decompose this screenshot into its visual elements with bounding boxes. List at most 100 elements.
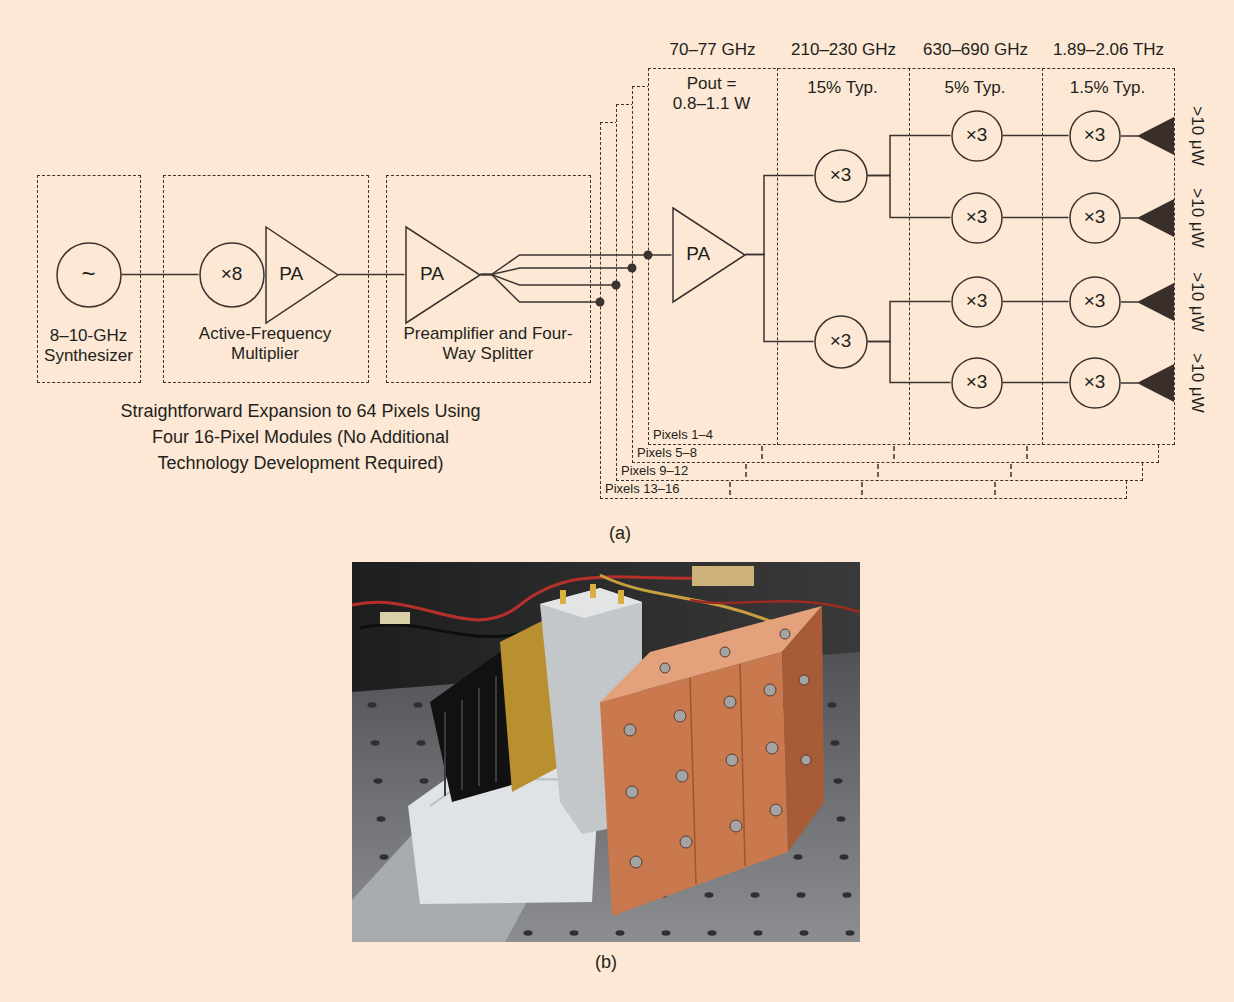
output-power: Pout = 0.8–1.1 W	[671, 74, 753, 115]
cable	[600, 575, 780, 625]
photo-background	[352, 562, 860, 942]
efficiency-note: 5% Typ.	[910, 78, 1041, 98]
table-hole	[693, 740, 702, 746]
table-hole	[512, 778, 521, 784]
table-hole	[460, 702, 469, 708]
table-hole	[745, 816, 754, 822]
divider-tick	[761, 446, 763, 463]
synthesizer-box: ~8–10-GHz Synthesizer	[37, 175, 141, 383]
multiplier-circle: ×3	[1069, 110, 1121, 162]
signal-line	[339, 274, 405, 276]
table-hole	[837, 816, 846, 822]
junction-dot	[596, 298, 605, 307]
table-hole	[420, 778, 429, 784]
table-hole	[426, 854, 435, 860]
pixel-module: PA70–77 GHzPout = 0.8–1.1 W×3×3210–230 G…	[648, 68, 1175, 445]
optical-table	[352, 652, 860, 942]
screw	[764, 684, 776, 696]
frequency-band: 210–230 GHz	[768, 40, 920, 60]
plastic-stand	[408, 762, 600, 904]
block-label: Active-Frequency Multiplier	[180, 324, 350, 365]
table-hole	[828, 702, 837, 708]
signal-line	[481, 275, 617, 286]
multiplier-circle: ×3	[951, 192, 1003, 244]
table-hole	[515, 816, 524, 822]
table-hole	[506, 702, 515, 708]
table-hole	[558, 778, 567, 784]
multiplier-factor: ×3	[1069, 110, 1121, 162]
frequency-band: 630–690 GHz	[900, 40, 1052, 60]
stage-column: PA70–77 GHzPout = 0.8–1.1 W	[648, 68, 778, 445]
circle-outline	[952, 358, 1002, 408]
screw	[624, 724, 636, 736]
pixel-range: Pixels 13–16	[605, 482, 725, 496]
pin	[590, 584, 596, 598]
table-hole	[696, 778, 705, 784]
base-plate	[352, 826, 565, 942]
table-hole	[383, 892, 392, 898]
table-hole	[797, 892, 806, 898]
table-hole	[607, 816, 616, 822]
aluminum-block	[540, 588, 642, 834]
horn-symbol	[1137, 117, 1174, 155]
screw	[720, 647, 730, 657]
table-hole	[656, 854, 665, 860]
aluminum-top	[540, 588, 642, 618]
table-hole	[748, 854, 757, 860]
table-hole	[478, 930, 487, 936]
screw	[630, 856, 642, 868]
table-hole	[466, 778, 475, 784]
table-hole	[377, 816, 386, 822]
frequency-band: 1.89–2.06 THz	[1033, 40, 1185, 60]
table-hole	[417, 740, 426, 746]
screw	[674, 710, 686, 722]
feed-line	[1121, 135, 1138, 137]
horn-symbol	[1137, 283, 1174, 321]
table-hole	[699, 816, 708, 822]
table-hole	[742, 778, 751, 784]
divider-tick	[893, 446, 895, 463]
table-hole	[794, 854, 803, 860]
module-ticks	[730, 446, 1027, 499]
table-hole	[834, 778, 843, 784]
connector-block	[692, 566, 754, 586]
amplifier-triangle: PA	[405, 226, 481, 324]
amplifier-triangle: PA	[672, 207, 746, 303]
divider-tick	[861, 482, 863, 499]
copper-side	[782, 606, 824, 852]
table-hole	[840, 854, 849, 860]
stage-column: ×3×3×3×3630–690 GHz5% Typ.	[910, 68, 1043, 445]
multiplier-circle: ×3	[951, 276, 1003, 328]
triangle-outline	[406, 227, 480, 323]
table-hole	[521, 892, 530, 898]
pin	[618, 590, 624, 604]
multiplier-factor: ×3	[951, 192, 1003, 244]
table-hole	[371, 740, 380, 746]
signal-line	[868, 302, 951, 342]
table-hole	[380, 854, 389, 860]
screw	[680, 836, 692, 848]
screw	[780, 629, 790, 639]
efficiency-note: 15% Typ.	[778, 78, 908, 98]
efficiency-note: 1.5% Typ.	[1043, 78, 1173, 98]
screw	[676, 770, 688, 782]
amplifier-label: PA	[265, 226, 339, 324]
screw	[626, 786, 638, 798]
table-hole	[524, 930, 533, 936]
junction-dot	[644, 251, 653, 260]
feed-line	[1121, 217, 1138, 219]
signal-line	[746, 255, 814, 342]
signal-line	[868, 342, 951, 383]
table-hole	[831, 740, 840, 746]
table-hole	[570, 930, 579, 936]
hardware-photo	[352, 562, 860, 942]
screw	[766, 742, 778, 754]
table-hole	[613, 892, 622, 898]
multiplier-factor: ×3	[1069, 276, 1121, 328]
table-hole	[518, 854, 527, 860]
table-hole	[374, 778, 383, 784]
table-hole	[843, 892, 852, 898]
block-label: Preamplifier and Four-Way Splitter	[403, 324, 573, 365]
table-holes	[368, 702, 855, 936]
